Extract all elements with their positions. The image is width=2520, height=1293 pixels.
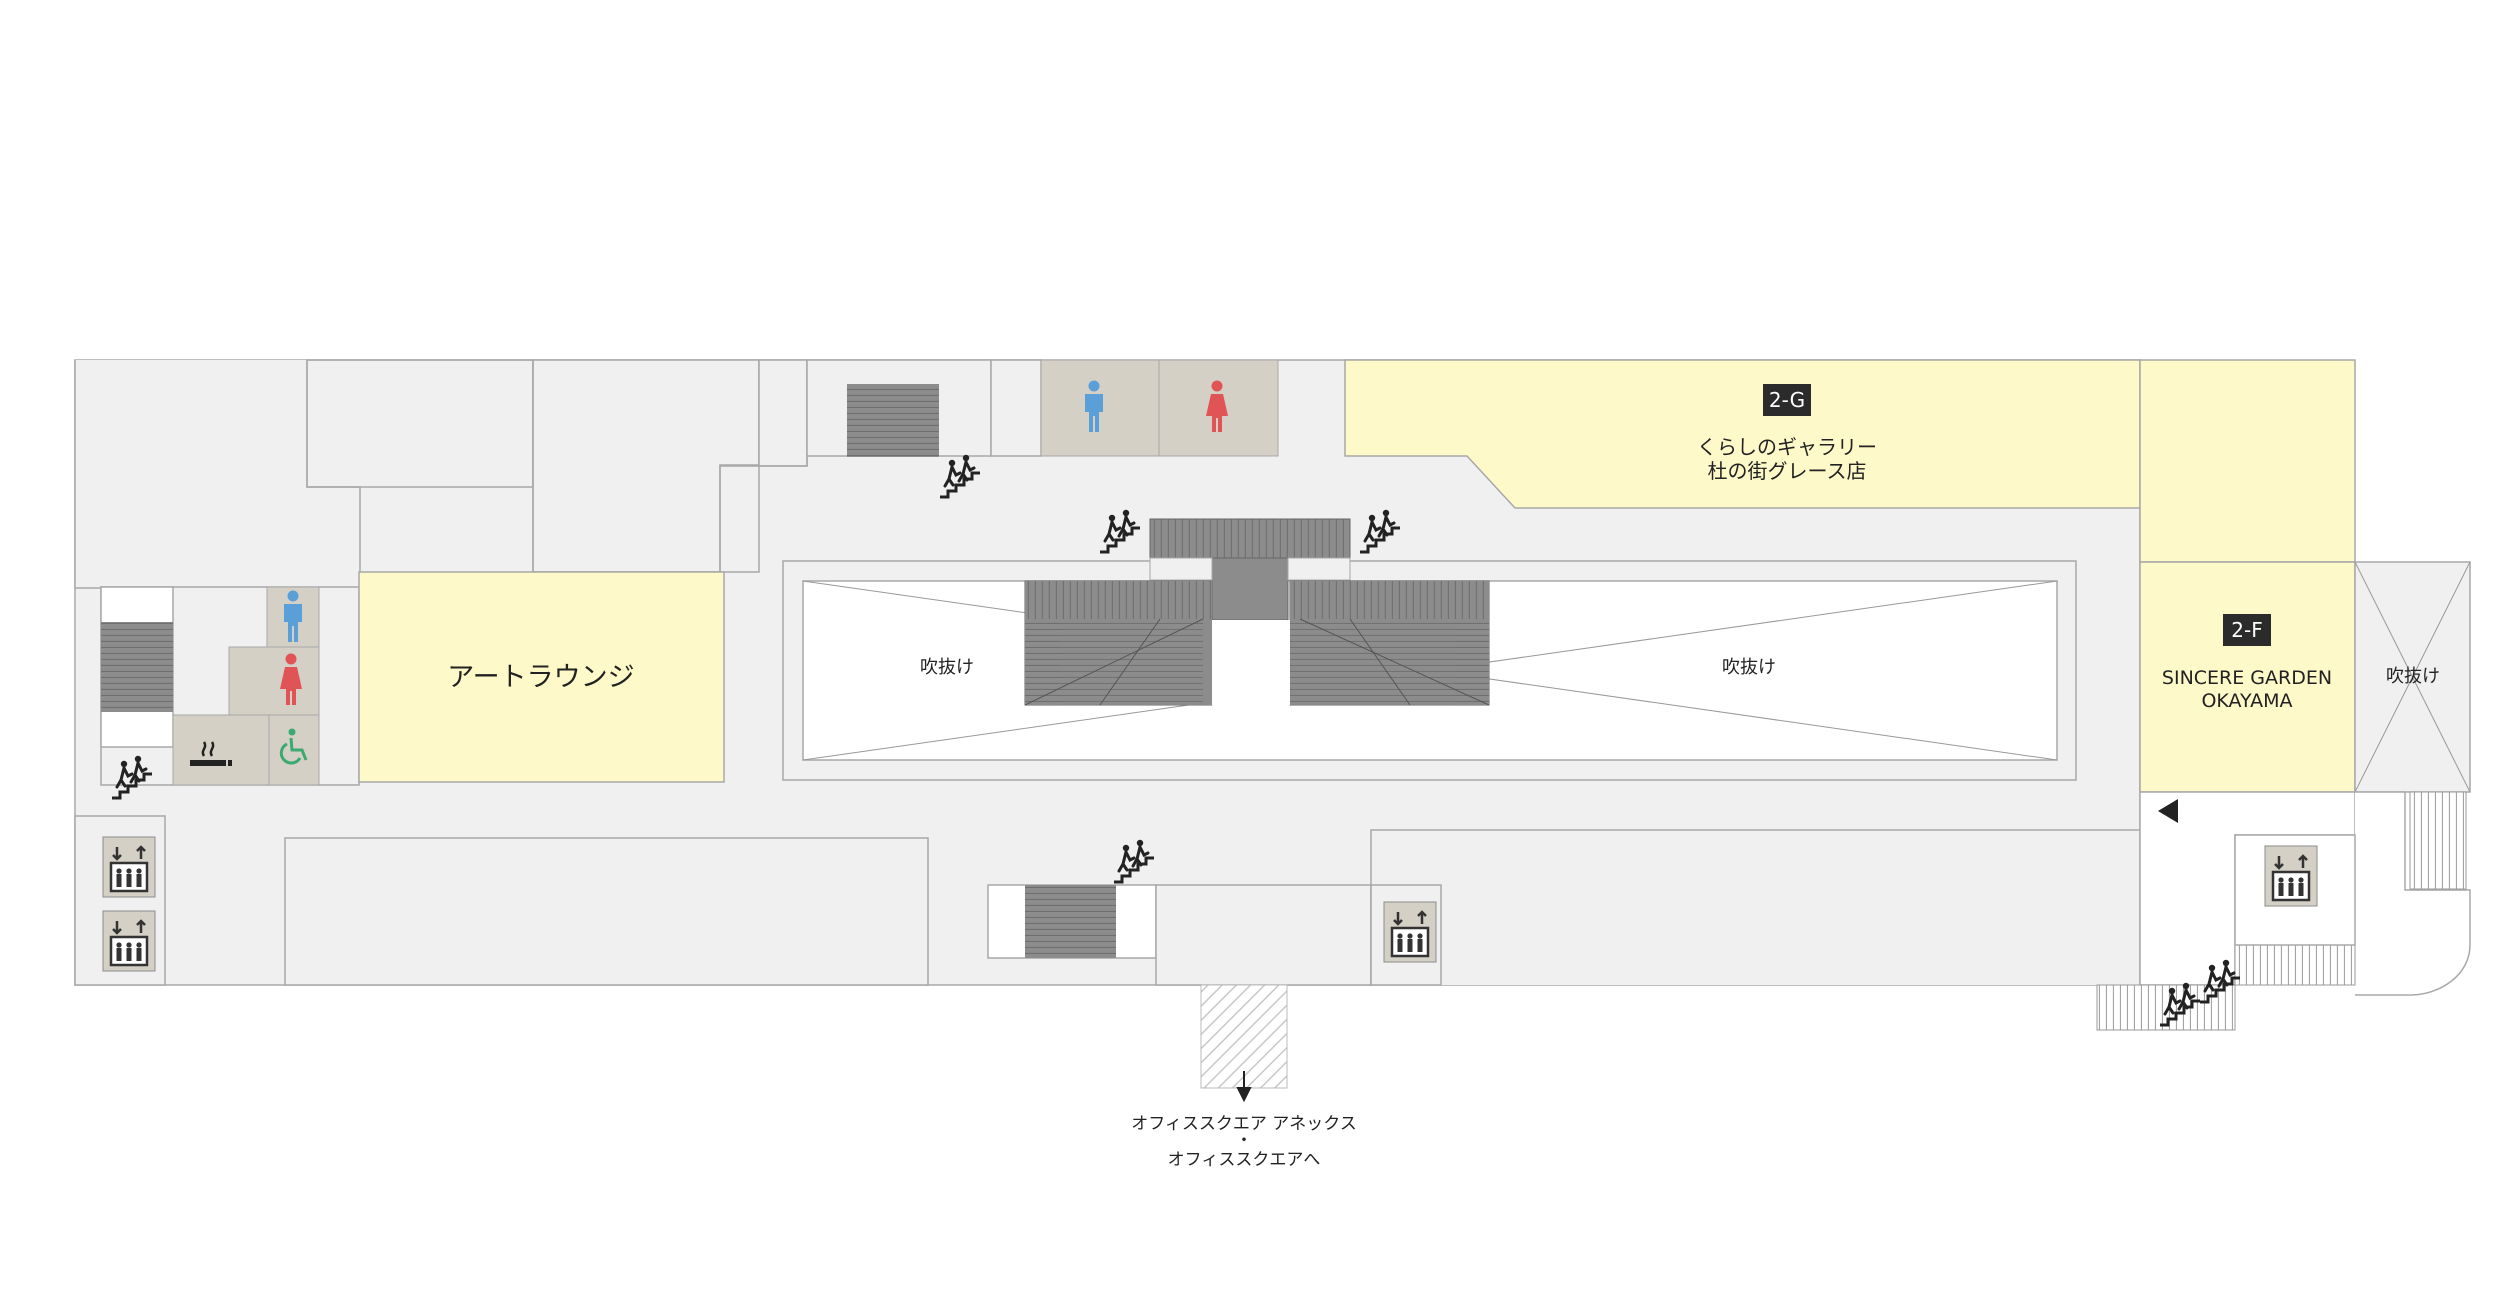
restroom-cell-accessible: [268, 714, 320, 786]
landing-steps: [2234, 944, 2356, 986]
atrium: 吹抜け 吹抜け: [782, 518, 2077, 781]
shop-2f-badge-text: 2-F: [2231, 618, 2262, 642]
smoking-room: [172, 714, 270, 786]
tenant-bottom-left: [284, 837, 929, 986]
exit-note-line1: オフィススクエア アネックス: [1131, 1114, 1357, 1134]
bottom-row: [74, 815, 2141, 986]
void-left-label: 吹抜け: [920, 657, 974, 678]
shop-2g-name-2: 杜の街グレース店: [1708, 459, 1867, 483]
tenant-bottom-mid: [1155, 884, 1372, 986]
shop-2g-name-1: くらしのギャラリー: [1697, 435, 1877, 459]
top-middle-block: [806, 359, 1279, 457]
tenant-bottom-right: [1370, 829, 2141, 985]
shop-2f-name-1: SINCERE GARDEN: [2162, 667, 2332, 689]
escalator-right-block: [1289, 580, 1490, 706]
exit-corridor: オフィススクエア アネックス ・ オフィススクエアへ: [1131, 984, 1357, 1170]
void-east: 吹抜け: [2354, 561, 2471, 793]
void-east-label: 吹抜け: [2386, 666, 2440, 687]
escalator-bridge-left: [1149, 557, 1213, 581]
shop-2g-badge: [1763, 384, 1811, 416]
direction-arrow-icon: [2158, 799, 2178, 823]
void-right-label: 吹抜け: [1722, 657, 1776, 678]
shop-art-lounge[interactable]: アートラウンジ: [358, 571, 725, 783]
shop-2f[interactable]: 2-F SINCERE GARDEN OKAYAMA: [2139, 561, 2356, 793]
restroom-cell-female: [228, 646, 320, 716]
shop-2f-name-2: OKAYAMA: [2201, 690, 2292, 712]
shop-2f-badge: [2223, 614, 2271, 646]
escalator-landing: [1211, 557, 1289, 621]
escalator-gap-left: [1203, 619, 1212, 705]
smoking-area-icon: [190, 741, 232, 766]
art-lounge-label: アートラウンジ: [447, 662, 634, 693]
right-outer-stairs: [2355, 791, 2471, 996]
direction-arrow-icon: [1236, 1071, 1252, 1103]
outer-steps-bottom: [2096, 984, 2236, 1031]
tenant-blocks-top: [74, 359, 808, 589]
shop-2g-badge-text: 2-G: [1769, 388, 1805, 412]
tenant-block-e: [758, 359, 808, 467]
outer-steps-top: [2409, 791, 2467, 890]
escalator-left-block: [1024, 580, 1213, 706]
right-top-area: [2139, 359, 2356, 563]
elevator-icon[interactable]: [2263, 844, 2319, 908]
stairs-bottom: [1025, 885, 1116, 958]
right-entrance: [2096, 791, 2471, 1031]
left-utility-block: [100, 586, 360, 786]
exit-note-line2: ・: [1236, 1131, 1253, 1151]
stairs-top: [847, 384, 939, 457]
escalator-bridge-right: [1287, 557, 1351, 581]
accessible-restroom-icon: [279, 728, 308, 765]
elevator-icon[interactable]: [101, 835, 157, 899]
atrium-center-gap: [1212, 620, 1290, 705]
elevator-icon[interactable]: [101, 909, 157, 973]
exit-note-line3: オフィススクエアへ: [1168, 1150, 1321, 1170]
elevator-icon[interactable]: [1382, 900, 1438, 964]
escalator-top-run: [1149, 518, 1351, 559]
stairs-left: [101, 622, 173, 712]
shop-2f-area: [2139, 561, 2356, 793]
stair-room-inner: [990, 359, 1042, 457]
art-lounge-area: [358, 571, 725, 783]
right-column: [2139, 359, 2356, 563]
